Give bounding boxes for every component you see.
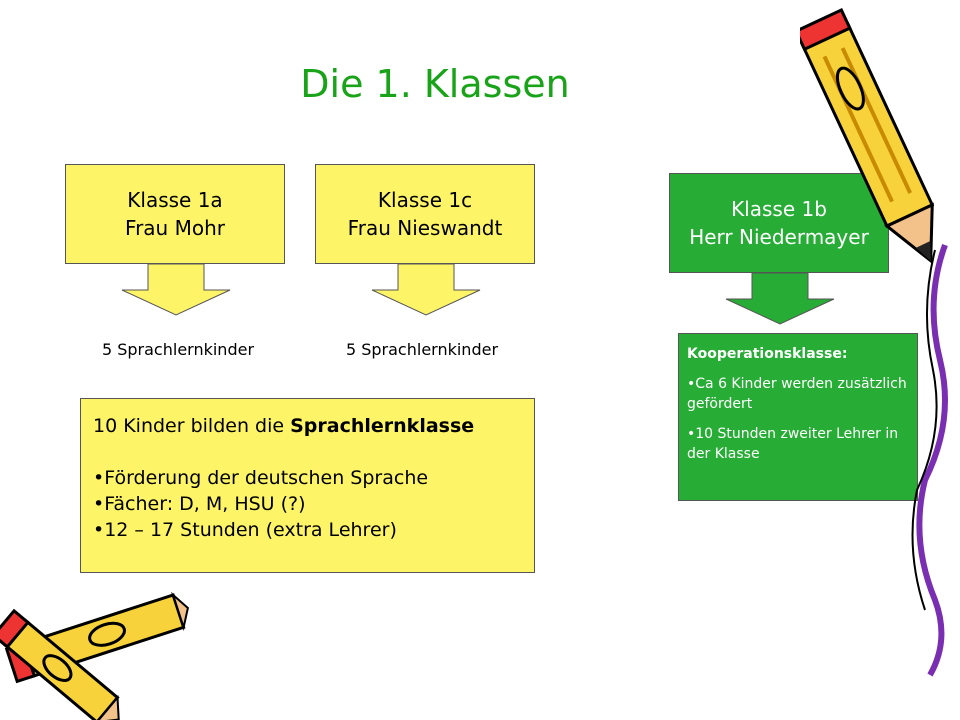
kooperationsklasse-box: Kooperationsklasse: •Ca 6 Kinder werden … xyxy=(678,333,918,501)
intro-bold: Sprachlernklasse xyxy=(290,415,475,437)
klasse-1a-label: Klasse 1a xyxy=(127,188,223,212)
klasse-1a-caption: 5 Sprachlernkinder xyxy=(101,340,255,359)
sprach-bullet-1: •Förderung der deutschen Sprache xyxy=(93,467,429,489)
sprachlernklasse-intro: 10 Kinder bilden die Sprachlernklasse xyxy=(93,413,522,439)
klasse-1b-teacher: Herr Niedermayer xyxy=(689,225,869,249)
klasse-1c-arrow xyxy=(371,264,481,316)
pencil-icon xyxy=(0,591,189,720)
page-title: Die 1. Klassen xyxy=(300,62,570,106)
klasse-1a-arrow xyxy=(121,264,231,316)
pencil-icon xyxy=(800,8,935,264)
klasse-1c-label: Klasse 1c xyxy=(377,188,473,212)
koop-heading: Kooperationsklasse: xyxy=(687,346,848,362)
klasse-1a-teacher: Frau Mohr xyxy=(125,216,225,240)
sprach-bullet-3: •12 – 17 Stunden (extra Lehrer) xyxy=(93,519,397,541)
klasse-1b-label: Klasse 1b xyxy=(731,197,827,221)
klasse-1b-arrow xyxy=(725,273,835,325)
klasse-1c-box: Klasse 1c Frau Nieswandt xyxy=(315,164,535,264)
pencil-icon xyxy=(911,243,948,677)
klasse-1c-caption: 5 Sprachlernkinder xyxy=(345,340,499,359)
intro-text: 10 Kinder bilden die xyxy=(93,415,291,437)
sprach-bullet-2: •Fächer: D, M, HSU (?) xyxy=(93,493,306,515)
sprachlernklasse-box: 10 Kinder bilden die Sprachlernklasse •F… xyxy=(80,398,535,573)
koop-bullet-1: •Ca 6 Kinder werden zusätzlich gefördert xyxy=(687,376,907,412)
klasse-1a-box: Klasse 1a Frau Mohr xyxy=(65,164,285,264)
klasse-1c-teacher: Frau Nieswandt xyxy=(347,216,503,240)
klasse-1b-box: Klasse 1b Herr Niedermayer xyxy=(669,173,889,273)
koop-bullet-2: •10 Stunden zweiter Lehrer in der Klasse xyxy=(687,426,899,462)
